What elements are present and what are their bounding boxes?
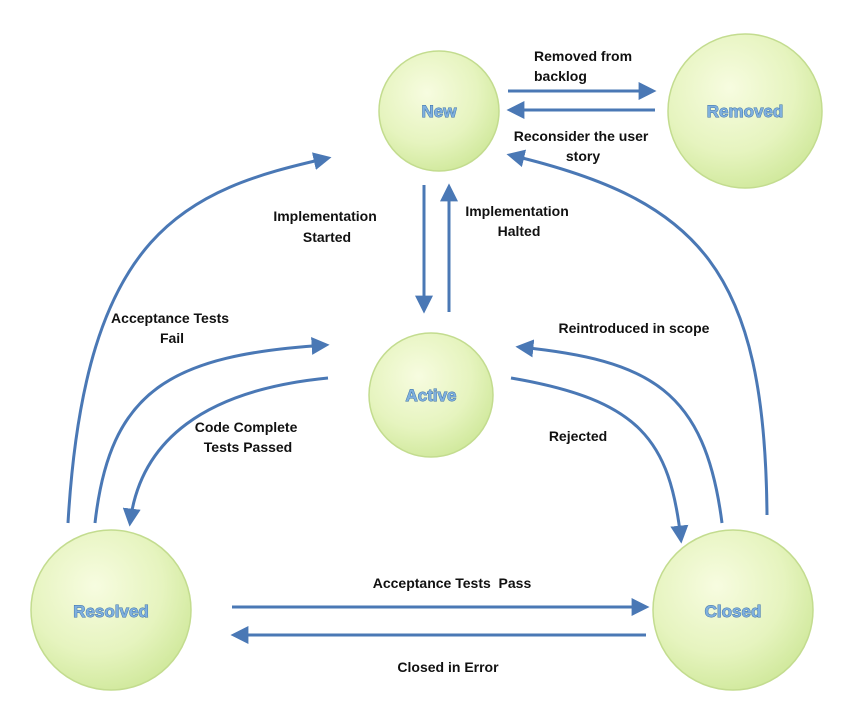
edge-acceptance-tests-fail [66, 152, 332, 524]
node-active-label: Active [405, 386, 456, 405]
node-removed: Removed [667, 33, 823, 189]
label-acceptance-tests-fail: Acceptance Tests Fail [111, 310, 233, 346]
label-closed-in-error: Closed in Error [397, 659, 499, 675]
label-code-complete-tests-passed: Code Complete Tests Passed [195, 419, 302, 455]
label-removed-from-backlog: Removed from backlog [534, 48, 636, 84]
label-acceptance-tests-pass: Acceptance Tests Pass [373, 575, 532, 591]
node-resolved-label: Resolved [73, 602, 149, 621]
node-active: Active [368, 332, 494, 458]
node-closed: Closed [652, 529, 814, 691]
node-new: New [378, 50, 500, 172]
node-closed-label: Closed [705, 602, 762, 621]
label-implementation-halted: Implementation Halted [465, 203, 572, 239]
label-implementation-started: Implementation Started [273, 208, 380, 245]
label-reconsider-user-story: Reconsider the user story [514, 128, 653, 164]
edge-reintroduced-in-scope [515, 339, 724, 524]
label-rejected: Rejected [549, 428, 607, 444]
edge-resolved-to-active [93, 336, 330, 524]
node-resolved: Resolved [30, 529, 192, 691]
edge-closed-to-new [506, 149, 769, 516]
edge-code-complete-tests-passed [122, 376, 329, 527]
label-reintroduced-in-scope: Reintroduced in scope [559, 320, 710, 336]
node-new-label: New [422, 102, 458, 121]
edge-rejected [510, 376, 689, 544]
node-removed-label: Removed [707, 102, 784, 121]
